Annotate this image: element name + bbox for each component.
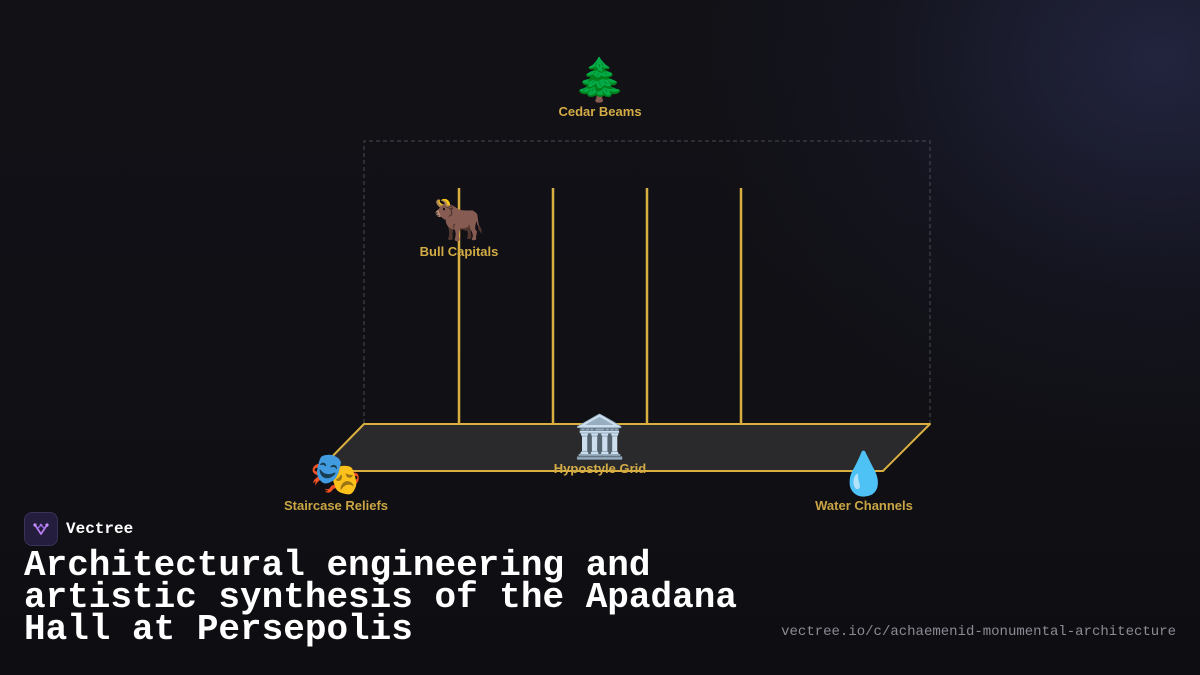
vectree-logo-icon xyxy=(24,512,58,546)
cedar-tree-icon: 🌲 xyxy=(573,55,627,104)
node-label: Hypostyle Grid xyxy=(553,461,647,476)
brand: Vectree xyxy=(24,512,133,546)
node-hypostyle-grid: 🏛️ Hypostyle Grid xyxy=(554,413,646,477)
source-url[interactable]: vectree.io/c/achaemenid-monumental-archi… xyxy=(781,624,1176,640)
water-droplet-icon: 💧 xyxy=(837,449,891,498)
node-label: Cedar Beams xyxy=(558,104,642,119)
page-title: Architectural engineering and artistic s… xyxy=(24,545,737,650)
brand-name: Vectree xyxy=(66,520,134,538)
bull-icon: 🐂 xyxy=(432,195,486,244)
node-label: Staircase Reliefs xyxy=(283,498,389,513)
node-water-channels: 💧 Water Channels xyxy=(815,450,913,514)
node-staircase-reliefs: 🎭 Staircase Reliefs xyxy=(284,450,388,514)
classical-building-icon: 🏛️ xyxy=(573,412,627,461)
node-cedar-beams: 🌲 Cedar Beams xyxy=(558,56,641,120)
node-label: Water Channels xyxy=(815,498,913,513)
node-bull-capitals: 🐂 Bull Capitals xyxy=(420,196,499,260)
theater-masks-icon: 🎭 xyxy=(309,449,363,498)
roof-frame xyxy=(363,140,931,423)
node-label: Bull Capitals xyxy=(419,244,499,259)
